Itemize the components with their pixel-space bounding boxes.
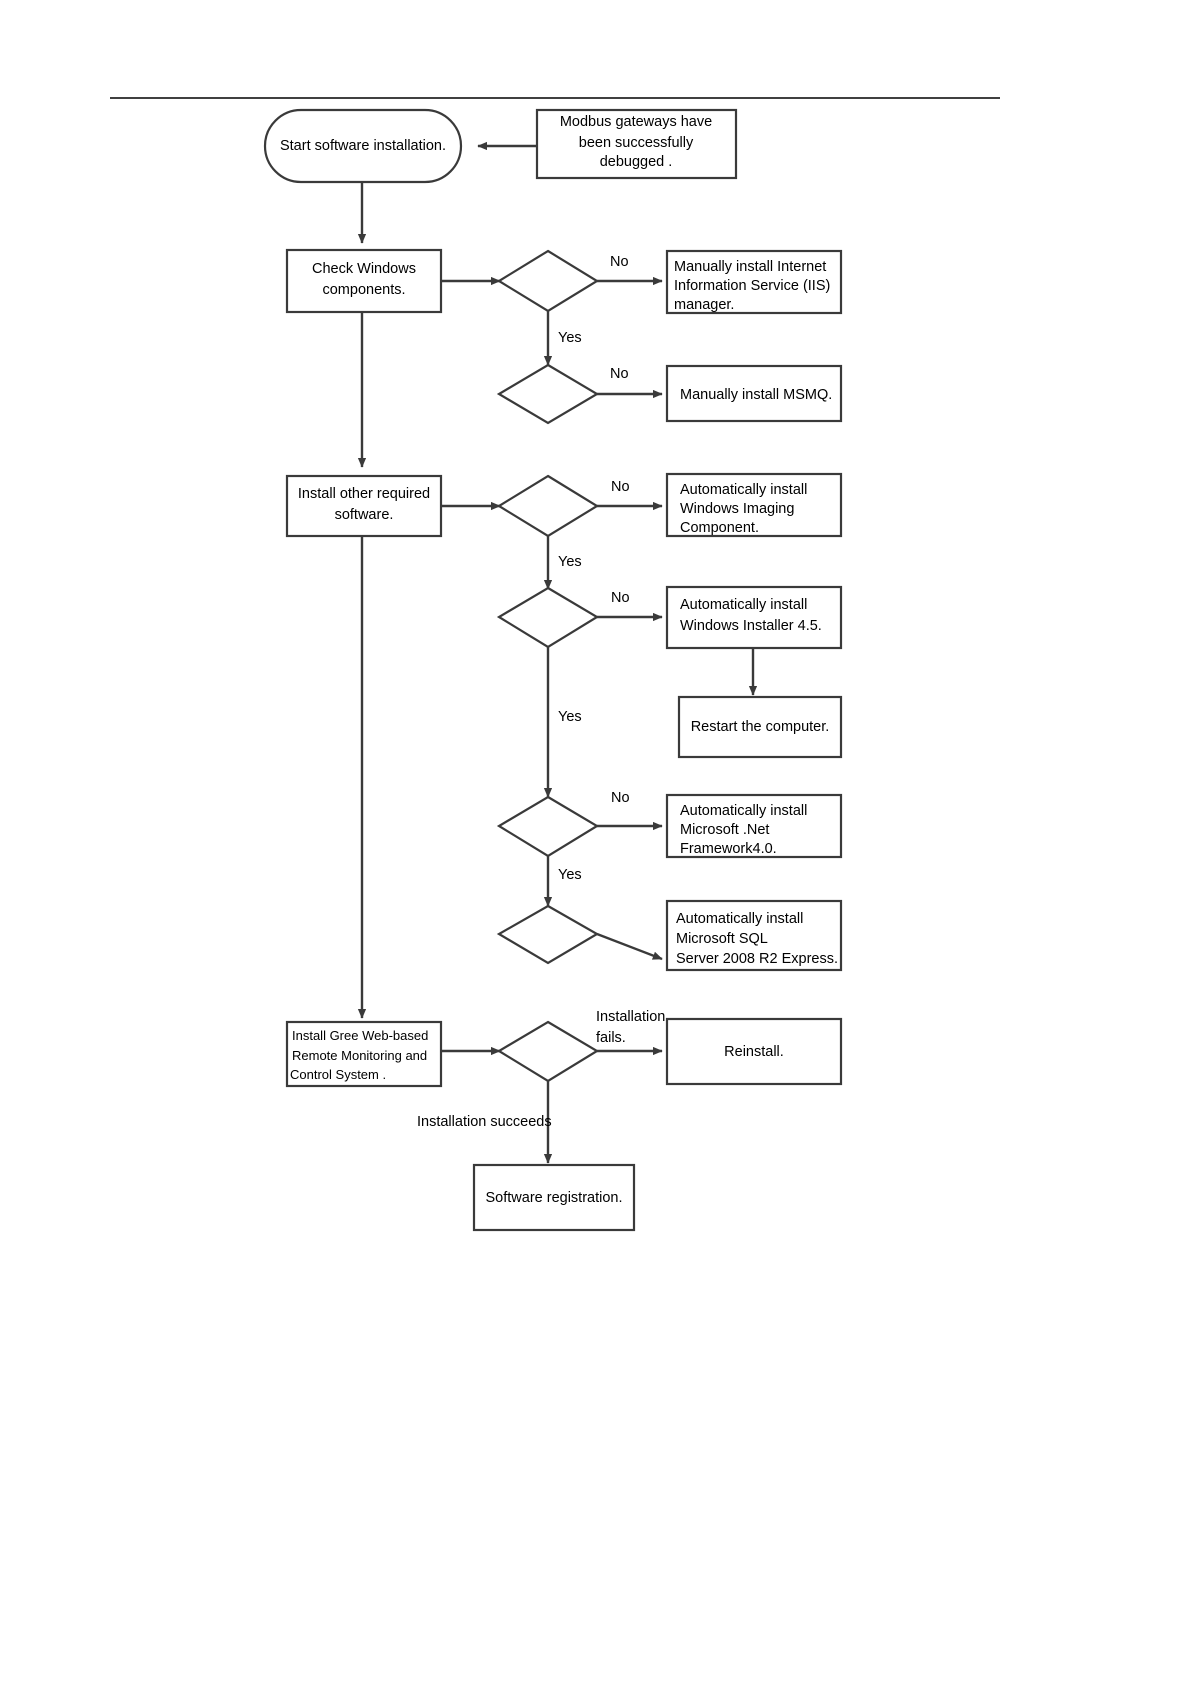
reinstall-label: Reinstall. xyxy=(724,1044,784,1060)
sql-auto-line-3: Server 2008 R2 Express. xyxy=(676,951,838,967)
install-gree-line-3: Control System . xyxy=(290,1067,386,1082)
iis-manual-line-2: Information Service (IIS) xyxy=(674,278,830,294)
node-check-windows: Check Windows components. xyxy=(285,248,443,314)
modbus-note-line-2: been successfully xyxy=(579,135,694,151)
install-other-line-2: software. xyxy=(335,507,394,523)
registration-label: Software registration. xyxy=(485,1190,622,1206)
node-decision-installer xyxy=(496,586,600,649)
iis-manual-shape xyxy=(665,249,843,315)
registration-shape xyxy=(472,1163,636,1232)
install-gree-shape xyxy=(285,1020,443,1088)
edge-label-yes-net: Yes xyxy=(558,867,582,883)
msmq-manual-label: Manually install MSMQ. xyxy=(680,387,832,403)
node-decision-net xyxy=(496,795,600,858)
net-auto-line-3: Framework4.0. xyxy=(680,841,777,857)
node-installer-auto: Automatically install Windows Installer … xyxy=(665,585,843,650)
edge-label-succeeds: Installation succeeds xyxy=(417,1114,552,1130)
node-install-gree: Install Gree Web-based Remote Monitoring… xyxy=(285,1020,443,1088)
net-auto-line-1: Automatically install xyxy=(680,803,807,819)
edge-label-no-installer: No xyxy=(611,590,630,606)
modbus-note-line-3: debugged . xyxy=(600,154,673,170)
connector-decision-sql-to-sql-auto xyxy=(596,932,663,961)
check-windows-line-2: components. xyxy=(322,282,405,298)
node-reinstall: Reinstall. xyxy=(665,1017,843,1086)
decision-net-shape xyxy=(496,795,600,858)
node-decision-iis xyxy=(496,249,600,313)
node-net-auto: Automatically install Microsoft .Net Fra… xyxy=(665,793,843,859)
node-iis-manual: Manually install Internet Information Se… xyxy=(665,249,843,315)
node-decision-result xyxy=(496,1020,600,1083)
node-msmq-manual: Manually install MSMQ. xyxy=(665,364,843,423)
node-registration: Software registration. xyxy=(472,1163,636,1232)
iis-manual-line-1: Manually install Internet xyxy=(674,259,826,275)
check-windows-shape xyxy=(285,248,443,314)
edge-label-no-wic: No xyxy=(611,479,630,495)
install-gree-line-2: Remote Monitoring and xyxy=(292,1048,427,1063)
edge-label-fails-line-2: fails. xyxy=(596,1030,626,1046)
install-gree-line-1: Install Gree Web-based xyxy=(292,1028,428,1043)
edge-label-yes-iis: Yes xyxy=(558,330,582,346)
edge-label-yes-wic: Yes xyxy=(558,554,582,570)
node-modbus-note: Modbus gateways have been successfully d… xyxy=(535,108,738,180)
start-label: Start software installation. xyxy=(280,138,446,154)
start-shape xyxy=(263,108,463,184)
decision-iis-shape xyxy=(496,249,600,313)
restart-label: Restart the computer. xyxy=(691,719,830,735)
net-auto-shape xyxy=(665,793,843,859)
edge-label-no-iis: No xyxy=(610,254,629,270)
wic-auto-line-2: Windows Imaging xyxy=(680,501,794,517)
decision-result-shape xyxy=(496,1020,600,1083)
decision-msmq-shape xyxy=(496,363,600,425)
edge-label-fails-line-1: Installation xyxy=(596,1009,665,1025)
install-other-shape xyxy=(285,474,443,538)
modbus-note-line-1: Modbus gateways have xyxy=(560,114,712,130)
installer-auto-line-2: Windows Installer 4.5. xyxy=(680,618,822,634)
sql-auto-shape xyxy=(665,899,843,972)
installer-auto-shape xyxy=(665,585,843,650)
node-decision-wic xyxy=(496,474,600,538)
installer-auto-line-1: Automatically install xyxy=(680,597,807,613)
decision-sql-shape xyxy=(496,904,600,965)
edge-label-yes-installer: Yes xyxy=(558,709,582,725)
modbus-note-shape xyxy=(535,108,738,180)
restart-shape xyxy=(677,695,843,759)
node-start: Start software installation. xyxy=(263,108,463,184)
edge-label-no-msmq: No xyxy=(610,366,629,382)
msmq-manual-shape xyxy=(665,364,843,423)
decision-installer-shape xyxy=(496,586,600,649)
node-restart: Restart the computer. xyxy=(677,695,843,759)
sql-auto-line-2: Microsoft SQL xyxy=(676,931,768,947)
install-other-line-1: Install other required xyxy=(298,486,430,502)
node-decision-sql xyxy=(496,904,600,965)
node-install-other: Install other required software. xyxy=(285,474,443,538)
decision-wic-shape xyxy=(496,474,600,538)
wic-auto-line-3: Component. xyxy=(680,520,759,536)
check-windows-line-1: Check Windows xyxy=(312,261,416,277)
edge-label-no-net: No xyxy=(611,790,630,806)
node-sql-auto: Automatically install Microsoft SQL Serv… xyxy=(665,899,843,972)
net-auto-line-2: Microsoft .Net xyxy=(680,822,769,838)
node-decision-msmq xyxy=(496,363,600,425)
reinstall-shape xyxy=(665,1017,843,1086)
iis-manual-line-3: manager. xyxy=(674,297,734,313)
sql-auto-line-1: Automatically install xyxy=(676,911,803,927)
wic-auto-line-1: Automatically install xyxy=(680,482,807,498)
node-wic-auto: Automatically install Windows Imaging Co… xyxy=(665,472,843,538)
wic-auto-shape xyxy=(665,472,843,538)
